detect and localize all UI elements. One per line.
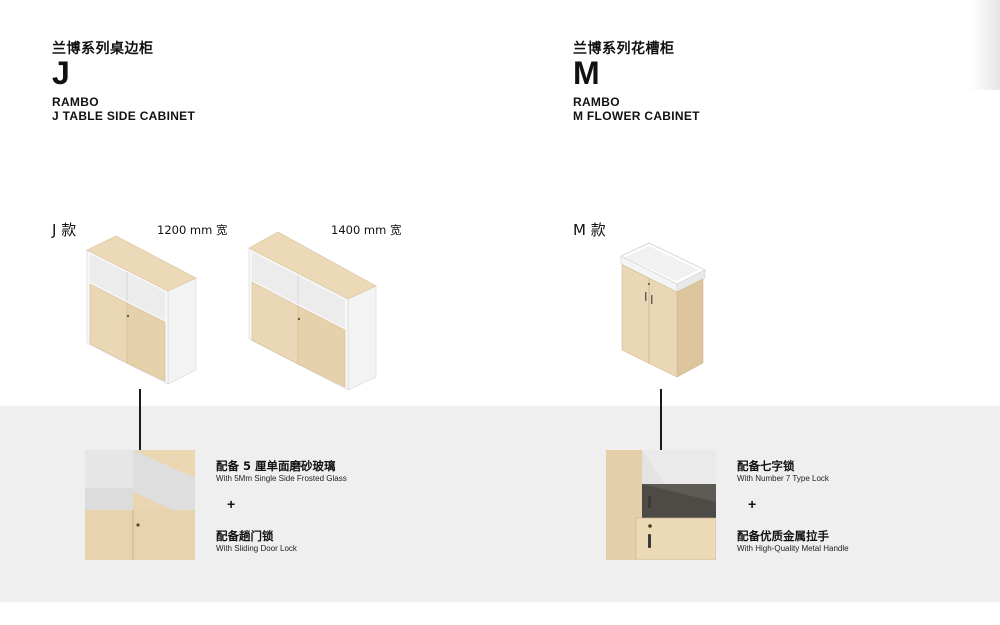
feature-glass-cn: 配备 5 厘单面磨砂玻璃 xyxy=(216,459,336,473)
plus-sign: + xyxy=(748,496,757,512)
cabinet-1200-image xyxy=(86,235,197,385)
product-cn-title: 兰博系列花槽柜 xyxy=(573,41,675,57)
size-label-1400: 1400 mm 宽 xyxy=(331,223,402,237)
connector-line xyxy=(660,389,662,450)
feature-handle-cn: 配备优质金属拉手 xyxy=(737,529,829,543)
product-en-name: M FLOWER CABINET xyxy=(573,109,700,123)
connector-line xyxy=(139,389,141,450)
corner-decoration xyxy=(970,0,1000,90)
size-label-1200: 1200 mm 宽 xyxy=(157,223,228,237)
m-cabinet-section: 兰博系列花槽柜 M RAMBO M FLOWER CABINET M 款 配备七… xyxy=(573,0,993,625)
product-en-name: J TABLE SIDE CABINET xyxy=(52,109,196,123)
lock-handle-detail-image xyxy=(606,450,716,560)
feature-handle-en: With High-Quality Metal Handle xyxy=(737,544,849,553)
cabinet-1400-image xyxy=(248,231,377,391)
product-brand: RAMBO xyxy=(573,95,620,109)
flower-cabinet-image xyxy=(620,242,706,378)
product-letter: M xyxy=(573,55,600,91)
plus-sign: + xyxy=(227,496,236,512)
product-brand: RAMBO xyxy=(52,95,99,109)
product-cn-title: 兰博系列桌边柜 xyxy=(52,41,154,57)
bottom-strip xyxy=(0,602,1000,625)
feature-glass-en: With 5Mm Single Side Frosted Glass xyxy=(216,474,347,483)
frosted-glass-detail-image xyxy=(85,450,195,560)
feature-lock-cn: 配备七字锁 xyxy=(737,459,795,473)
j-cabinet-section: 兰博系列桌边柜 J RAMBO J TABLE SIDE CABINET J 款… xyxy=(52,0,472,625)
feature-lock-en: With Sliding Door Lock xyxy=(216,544,297,553)
variant-label: J 款 xyxy=(52,221,77,239)
product-letter: J xyxy=(52,55,70,91)
variant-label: M 款 xyxy=(573,221,606,239)
feature-lock-en: With Number 7 Type Lock xyxy=(737,474,829,483)
feature-lock-cn: 配备趟门锁 xyxy=(216,529,274,543)
